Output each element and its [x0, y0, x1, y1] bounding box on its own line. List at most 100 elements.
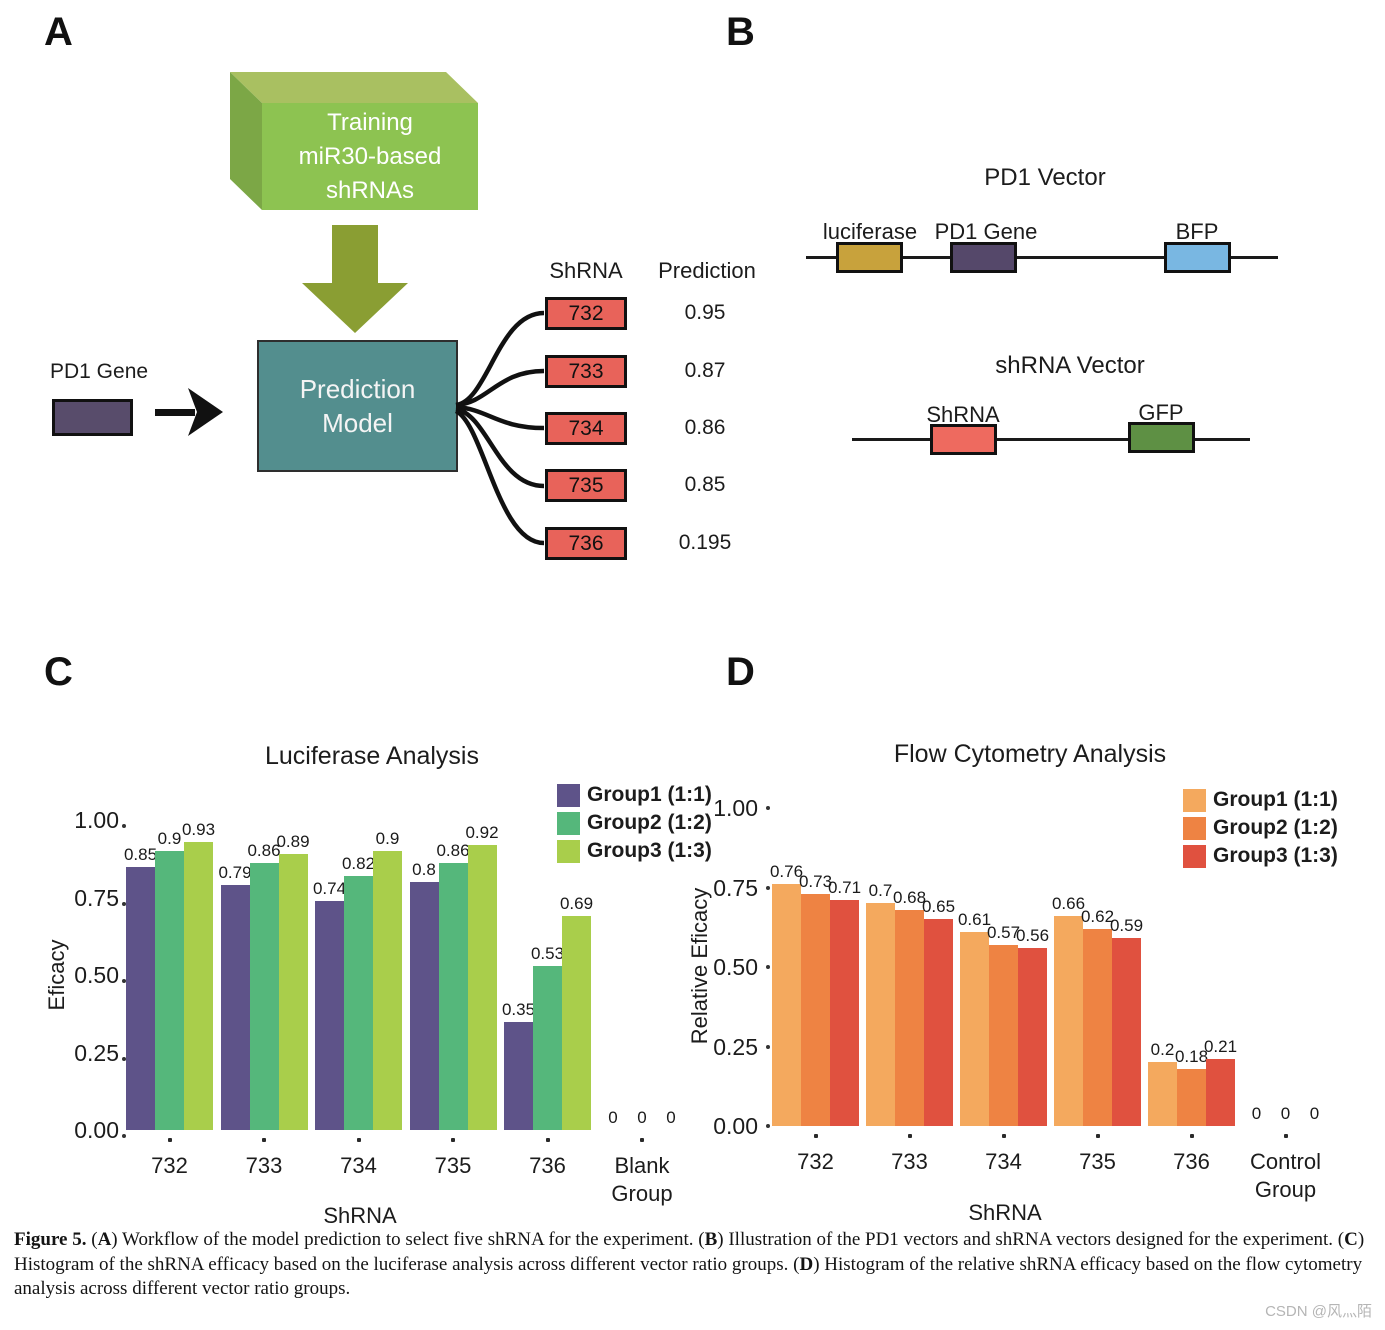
y-tick-mark: [122, 1056, 126, 1061]
right-arrow-icon: [155, 388, 223, 436]
prediction-value-733: 0.87: [684, 359, 726, 382]
bar-group3-733: [924, 919, 953, 1126]
bar-value-label: 0.62: [1080, 906, 1115, 926]
watermark: CSDN @风灬陌: [1265, 1303, 1372, 1320]
bar-value-label: 0.21: [1203, 1037, 1238, 1057]
y-tick-mark: [122, 979, 126, 983]
bar-value-label: 0.89: [276, 832, 310, 852]
panel-d-label: D: [726, 650, 755, 694]
bar-value-label: 0.35: [501, 999, 536, 1019]
x-category-label-736: 736: [1173, 1149, 1210, 1174]
training-line-3: shRNAs: [325, 177, 415, 204]
bar-group2-733: [249, 863, 279, 1130]
bar-value-label: 0.73: [798, 871, 833, 891]
y-tick-mark: [122, 901, 126, 906]
x-tick-mark: [1001, 1134, 1006, 1138]
shrna-vector-title: shRNA Vector: [995, 352, 1145, 379]
bar-group3-734: [1018, 947, 1047, 1126]
bar-group3-732: [830, 900, 859, 1126]
shrna-box-732: 732: [545, 297, 627, 330]
x-tick-mark: [640, 1138, 644, 1142]
training-box-text: Training miR30-based shRNAs: [262, 106, 478, 208]
legend-row-2: Group2 (1:2): [1183, 816, 1338, 840]
shrna-vector-backbone: [852, 438, 1250, 441]
bar-value-label: 0.18: [1174, 1046, 1209, 1066]
x-category-label-735: 735: [1079, 1149, 1116, 1174]
bar-value-label: 0.56: [1015, 925, 1050, 945]
chart-c-legend: Group1 (1:1)Group2 (1:2)Group3 (1:3): [557, 783, 712, 863]
y-tick-label: 1.00: [713, 795, 758, 821]
y-tick-0.50: 0.50: [700, 954, 770, 980]
legend-row-3: Group3 (1:3): [1183, 844, 1338, 868]
y-tick-mark: [766, 1124, 770, 1128]
panel-b-label: B: [726, 10, 755, 54]
y-tick-label: 0.25: [74, 1039, 119, 1066]
legend-swatch-icon: [557, 839, 580, 863]
prediction-value-735: 0.85: [684, 473, 726, 496]
x-tick-mark: [907, 1134, 912, 1138]
bar-value-label: 0: [1309, 1104, 1320, 1123]
gfp-box: [1128, 422, 1195, 453]
y-tick-mark: [766, 1044, 770, 1049]
fan-out-curves: [454, 310, 545, 546]
y-tick-mark: [766, 885, 770, 890]
legend-label: Group3 (1:3): [1213, 844, 1338, 867]
y-tick-0.00: 0.00: [56, 1117, 126, 1143]
bar-group2-734: [344, 875, 373, 1130]
x-tick-mark: [356, 1138, 361, 1142]
bar-value-label: 0.68: [892, 887, 927, 907]
bar-value-label: 0: [666, 1108, 676, 1127]
bar-group1-736: [504, 1021, 533, 1130]
prediction-model-line-1: Prediction: [299, 374, 416, 404]
bfp-box: [1164, 242, 1231, 273]
y-tick-label: 0.50: [74, 962, 119, 988]
bar-value-label: 0.86: [436, 841, 470, 861]
bar-group2-735: [438, 863, 468, 1130]
y-tick-0.75: 0.75: [700, 875, 770, 901]
bar-group3-736: [1206, 1059, 1235, 1126]
legend-label: Group3 (1:3): [587, 839, 712, 862]
bar-value-label: 0.76: [769, 862, 804, 882]
pd1-vector-backbone: [806, 256, 1278, 259]
y-tick-mark: [766, 806, 770, 810]
legend-row-3: Group3 (1:3): [557, 839, 712, 863]
legend-swatch-icon: [557, 783, 580, 807]
y-tick-label: 0.00: [713, 1113, 758, 1139]
x-tick-mark: [813, 1134, 818, 1138]
y-tick-0.25: 0.25: [700, 1034, 770, 1060]
bar-group2-732: [155, 851, 184, 1130]
bar-group2-736: [1177, 1068, 1206, 1126]
shrna-box-733: 733: [545, 355, 627, 388]
bar-group1-736: [1148, 1062, 1177, 1126]
legend-label: Group2 (1:2): [1213, 816, 1338, 839]
x-category-label-732: 732: [151, 1153, 188, 1178]
legend-swatch-icon: [1183, 844, 1206, 868]
bar-value-label: 0.7: [868, 881, 893, 901]
y-tick-1.00: 1.00: [700, 795, 770, 821]
prediction-value-734: 0.86: [684, 416, 726, 439]
caption-segment: Figure 5.: [14, 1229, 87, 1250]
prediction-value-732: 0.95: [684, 301, 726, 324]
legend-swatch-icon: [557, 811, 580, 835]
chart-c-title: Luciferase Analysis: [264, 742, 479, 770]
pd1-gene-label: PD1 Gene: [50, 360, 149, 383]
caption-segment: ) Histogram of the relative shRNA effica…: [14, 1253, 1363, 1300]
x-tick-mark: [1189, 1134, 1194, 1138]
bar-value-label: 0: [1251, 1104, 1262, 1123]
pd1-gene-vector-label: PD1 Gene: [934, 219, 1038, 244]
bar-value-label: 0.69: [559, 894, 594, 914]
prediction-model-box: Prediction Model: [257, 340, 458, 472]
caption-segment: ) Histogram of the shRNA efficacy based …: [14, 1229, 1365, 1275]
bar-value-label: 0.2: [1150, 1040, 1175, 1060]
bar-value-label: 0.82: [341, 853, 376, 873]
legend-swatch-icon: [1183, 816, 1206, 840]
legend-label: Group1 (1:1): [587, 783, 712, 806]
panel-a-label: A: [44, 10, 73, 54]
bar-value-label: 0.57: [986, 922, 1021, 942]
bar-value-label: 0.74: [312, 878, 347, 898]
bar-value-label: 0: [1280, 1104, 1291, 1123]
bar-group3-736: [562, 916, 591, 1130]
bar-value-label: 0: [637, 1108, 647, 1127]
x-category-label-734: 734: [985, 1149, 1022, 1174]
